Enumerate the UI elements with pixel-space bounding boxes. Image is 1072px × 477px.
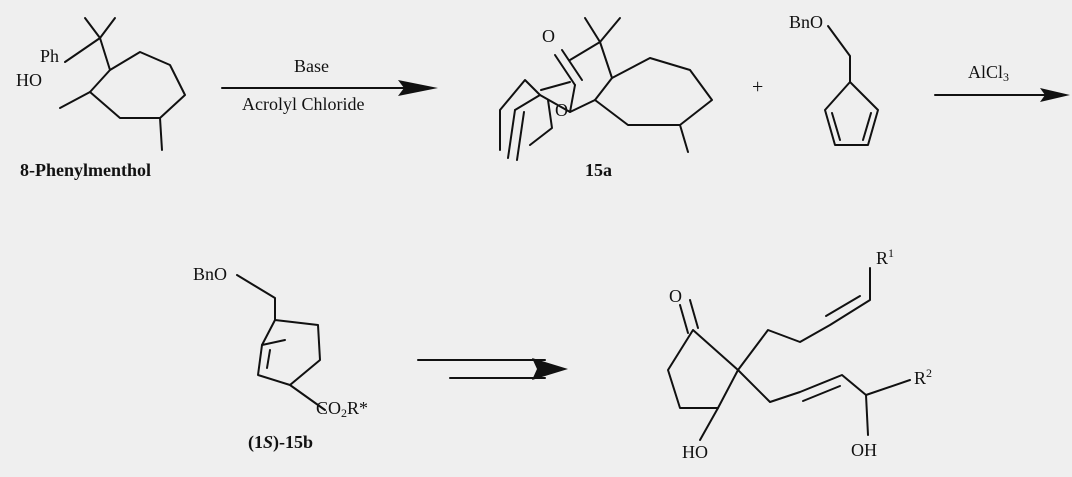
reaction-arrow-multistep <box>417 358 568 380</box>
diene-structure <box>824 25 879 146</box>
phenyl-label: Ph <box>40 46 60 66</box>
ester-group-label: CO2R* <box>316 398 369 420</box>
compound-name-15b: (1S)-15b <box>248 432 314 452</box>
phenylmenthol-structure <box>59 17 186 151</box>
reaction-arrow-2 <box>934 88 1070 102</box>
hydroxyl-label: HO <box>16 70 42 90</box>
plus-sign: + <box>752 76 764 98</box>
prostaglandin-structure <box>667 267 911 441</box>
chain-hydroxyl-label: OH <box>851 440 877 460</box>
ring-hydroxyl-label: HO <box>682 442 708 462</box>
reagent-aluminum-chloride: AlCl3 <box>968 62 1010 84</box>
adduct-15b-structure <box>236 274 326 411</box>
ester-oxygen-label: O <box>555 100 568 120</box>
compound-name-phenylmenthol: 8-Phenylmenthol <box>20 160 152 180</box>
carbonyl-oxygen-label: O <box>542 26 555 46</box>
reagent-acrolyl-chloride: Acrolyl Chloride <box>242 94 365 114</box>
ketone-oxygen-label: O <box>669 286 682 306</box>
acrylate-15a-structure <box>499 17 713 161</box>
compound-name-15a: 15a <box>585 160 612 180</box>
reaction-arrow-1 <box>221 80 438 96</box>
adduct-benzyloxy-label: BnO <box>193 264 228 284</box>
r1-substituent-label: R1 <box>876 246 895 268</box>
r2-substituent-label: R2 <box>914 366 933 388</box>
benzyloxy-label: BnO <box>789 12 824 32</box>
reagent-base: Base <box>294 56 329 76</box>
